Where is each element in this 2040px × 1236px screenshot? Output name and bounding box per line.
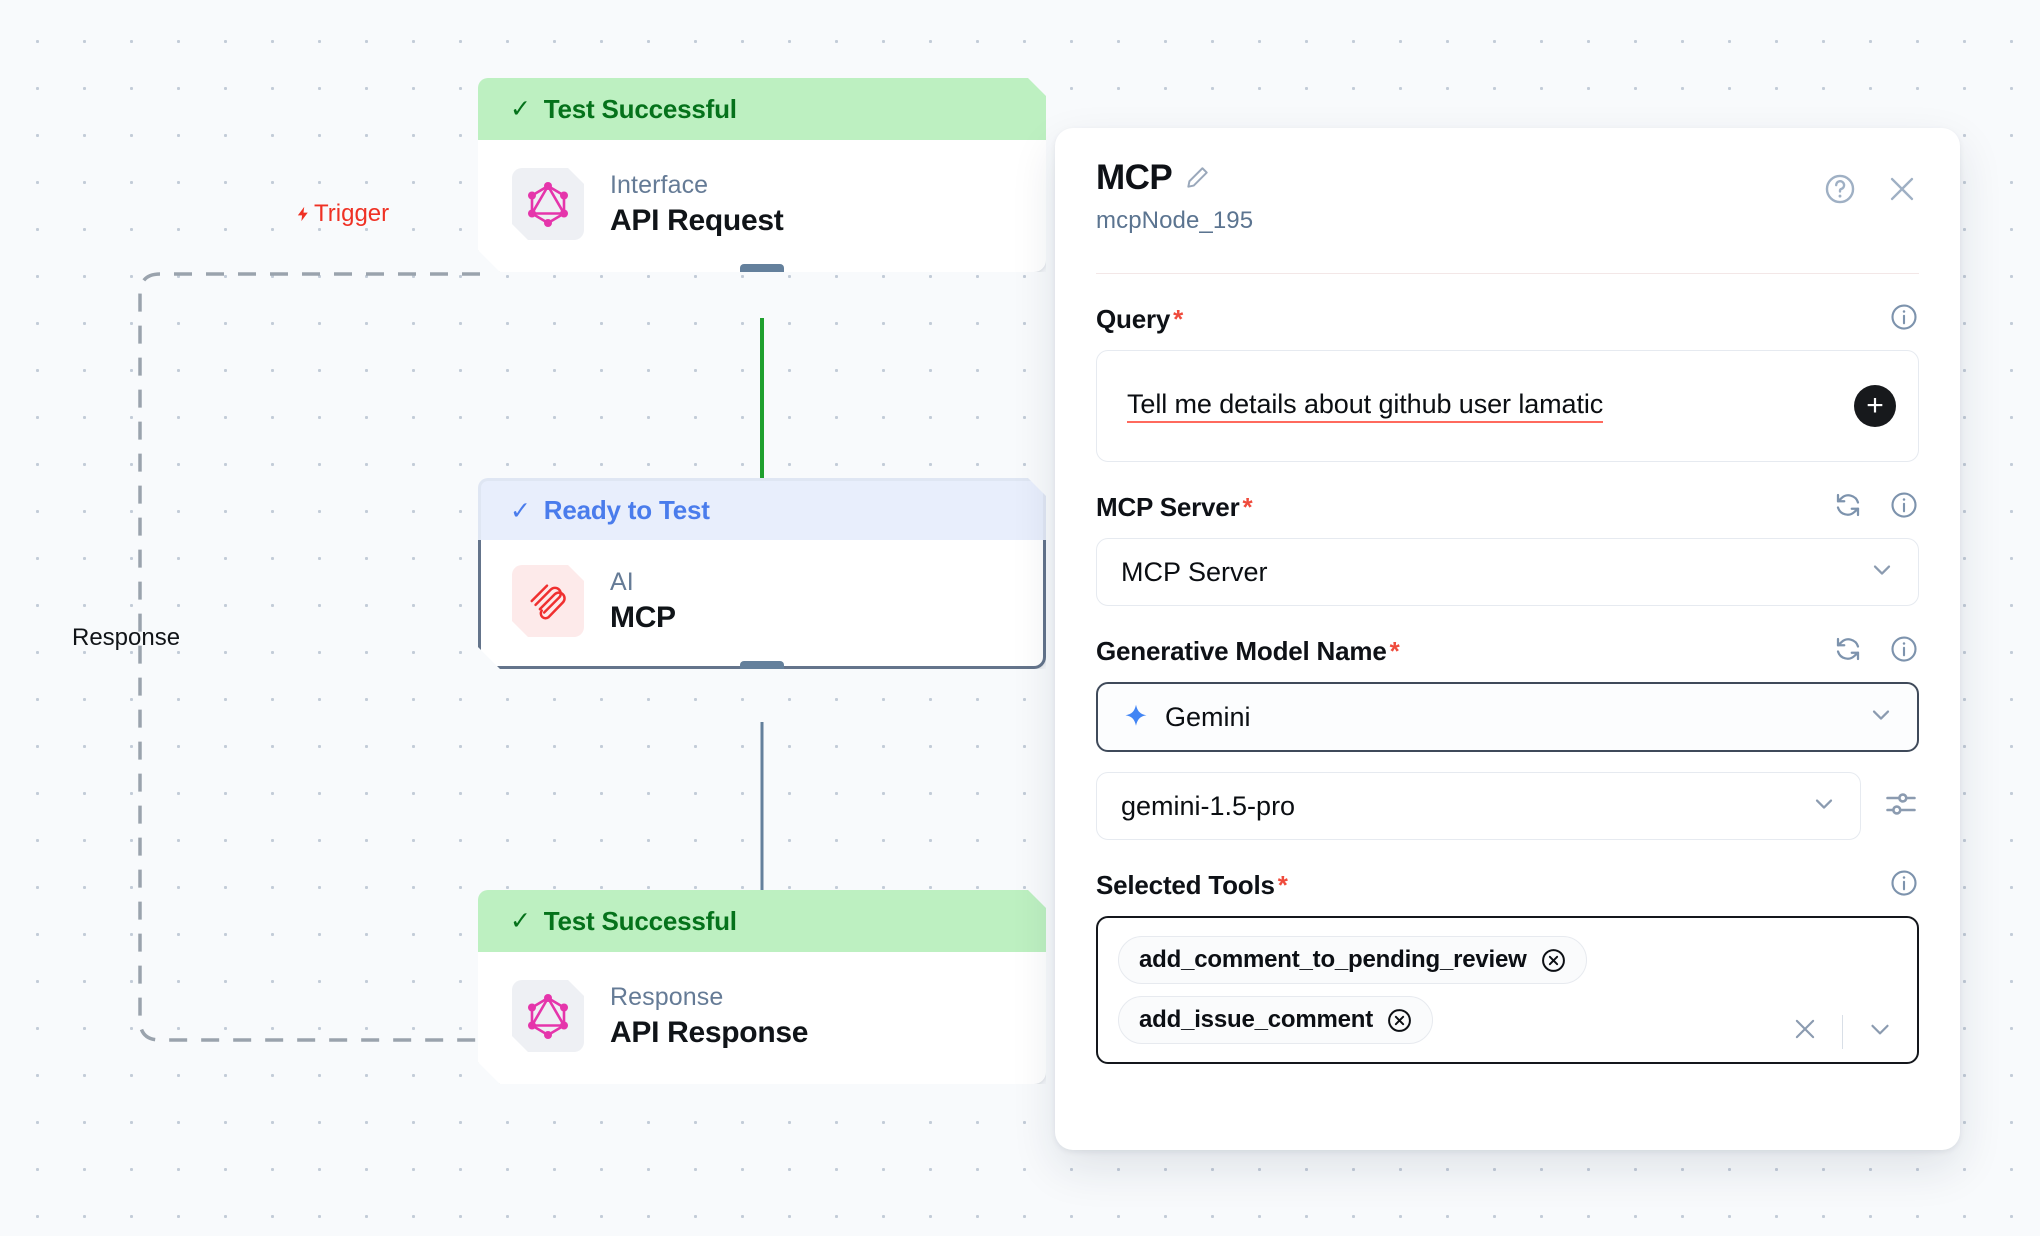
node-api-request[interactable]: ✓ Test Successful Interface API Request <box>478 78 1046 272</box>
pencil-icon[interactable] <box>1184 165 1210 191</box>
query-value: Tell me details about github user lamati… <box>1127 389 1603 423</box>
edge-label-response-text: Response <box>72 624 181 651</box>
query-label: Query* <box>1096 303 1184 334</box>
node-title-label: API Request <box>610 203 784 237</box>
field-query: Query* Tell me details about github user… <box>1096 302 1919 462</box>
node-kind-label: Response <box>610 982 724 1011</box>
tool-tag-label: add_issue_comment <box>1139 1006 1374 1033</box>
node-status-badge: ✓ Ready to Test <box>478 478 1046 540</box>
selected-tools-label: Selected Tools* <box>1096 869 1288 900</box>
edge-label-trigger-text: Trigger <box>314 200 390 227</box>
generative-model-name-label: Generative Model Name* <box>1096 635 1400 666</box>
model-version-select[interactable]: gemini-1.5-pro <box>1096 772 1861 840</box>
edge-label-response: Response <box>72 624 180 652</box>
node-status-text: Test Successful <box>543 905 737 936</box>
required-marker: * <box>1242 491 1253 522</box>
check-icon: ✓ <box>510 95 531 123</box>
required-marker: * <box>1389 635 1400 666</box>
info-icon[interactable] <box>1889 634 1919 669</box>
node-status-badge: ✓ Test Successful <box>478 78 1046 140</box>
node-mcp[interactable]: ✓ Ready to Test AI MCP <box>478 478 1046 669</box>
field-mcp-server: MCP Server* MCP Server <box>1096 490 1919 606</box>
refresh-icon[interactable] <box>1833 634 1863 669</box>
clear-all-icon[interactable] <box>1790 1014 1820 1049</box>
node-output-handle[interactable] <box>740 264 784 279</box>
tool-tag[interactable]: add_comment_to_pending_review <box>1118 936 1587 984</box>
add-variable-button[interactable]: + <box>1854 385 1896 427</box>
graphql-icon <box>512 168 584 240</box>
node-status-text: Ready to Test <box>543 495 710 525</box>
selected-tools-multiselect[interactable]: add_comment_to_pending_review add_issue_… <box>1096 916 1919 1064</box>
info-icon[interactable] <box>1889 302 1919 337</box>
node-status-text: Test Successful <box>543 93 737 124</box>
node-output-handle[interactable] <box>740 661 784 676</box>
node-kind-label: AI <box>610 567 634 596</box>
node-title-label: MCP <box>610 600 676 634</box>
edge-request-to-mcp <box>760 318 764 494</box>
mcp-server-value: MCP Server <box>1121 556 1268 587</box>
lightning-bolt-icon <box>297 206 308 222</box>
node-title-label: API Response <box>610 1015 809 1049</box>
node-status-badge: ✓ Test Successful <box>478 890 1046 952</box>
node-card-body[interactable]: Response API Response <box>478 952 1046 1084</box>
mcp-server-label: MCP Server* <box>1096 491 1253 522</box>
chevron-down-icon <box>1867 701 1895 734</box>
graphql-icon <box>512 980 584 1052</box>
node-api-response[interactable]: ✓ Test Successful Response API Response <box>478 890 1046 1084</box>
info-icon[interactable] <box>1889 868 1919 903</box>
query-input[interactable]: Tell me details about github user lamati… <box>1096 350 1919 462</box>
node-kind-label: Interface <box>610 170 709 199</box>
mcp-paperclip-icon <box>512 565 584 637</box>
node-card-body[interactable]: AI MCP <box>478 540 1046 669</box>
edge-mcp-to-response <box>760 722 764 900</box>
mcp-server-select[interactable]: MCP Server <box>1096 538 1919 606</box>
info-icon[interactable] <box>1889 490 1919 525</box>
field-selected-tools: Selected Tools* add_comment_to_pending_r… <box>1096 868 1919 1064</box>
field-generative-model-name: Generative Model Name* Gemini ge <box>1096 634 1919 840</box>
sliders-icon[interactable] <box>1883 786 1919 827</box>
close-icon[interactable] <box>1885 172 1919 206</box>
edge-label-trigger: Trigger <box>295 200 389 228</box>
panel-title: MCP <box>1096 158 1173 197</box>
remove-tag-icon[interactable] <box>1387 1008 1412 1033</box>
tool-tag-label: add_comment_to_pending_review <box>1139 946 1527 973</box>
panel-subtitle: mcpNode_195 <box>1096 207 1254 234</box>
panel-divider <box>1096 273 1919 274</box>
required-marker: * <box>1173 303 1184 334</box>
chevron-down-icon[interactable] <box>1865 1014 1895 1049</box>
tool-tag[interactable]: add_issue_comment <box>1118 996 1434 1044</box>
check-icon: ✓ <box>510 496 531 525</box>
gemini-sparkle-icon <box>1125 704 1147 726</box>
model-version-value: gemini-1.5-pro <box>1121 790 1296 821</box>
actions-separator <box>1842 1014 1843 1049</box>
node-card-body[interactable]: Interface API Request <box>478 140 1046 272</box>
generative-model-provider-select[interactable]: Gemini <box>1096 682 1919 752</box>
remove-tag-icon[interactable] <box>1541 948 1566 973</box>
check-icon: ✓ <box>510 907 531 935</box>
refresh-icon[interactable] <box>1833 490 1863 525</box>
chevron-down-icon <box>1810 790 1838 823</box>
required-marker: * <box>1277 869 1288 900</box>
node-config-panel: MCP mcpNode_195 Query* Tell <box>1055 128 1960 1150</box>
panel-header: MCP mcpNode_195 <box>1096 128 1919 235</box>
chevron-down-icon <box>1868 556 1896 589</box>
help-circle-icon[interactable] <box>1823 172 1857 206</box>
generative-model-provider-value: Gemini <box>1165 701 1251 732</box>
